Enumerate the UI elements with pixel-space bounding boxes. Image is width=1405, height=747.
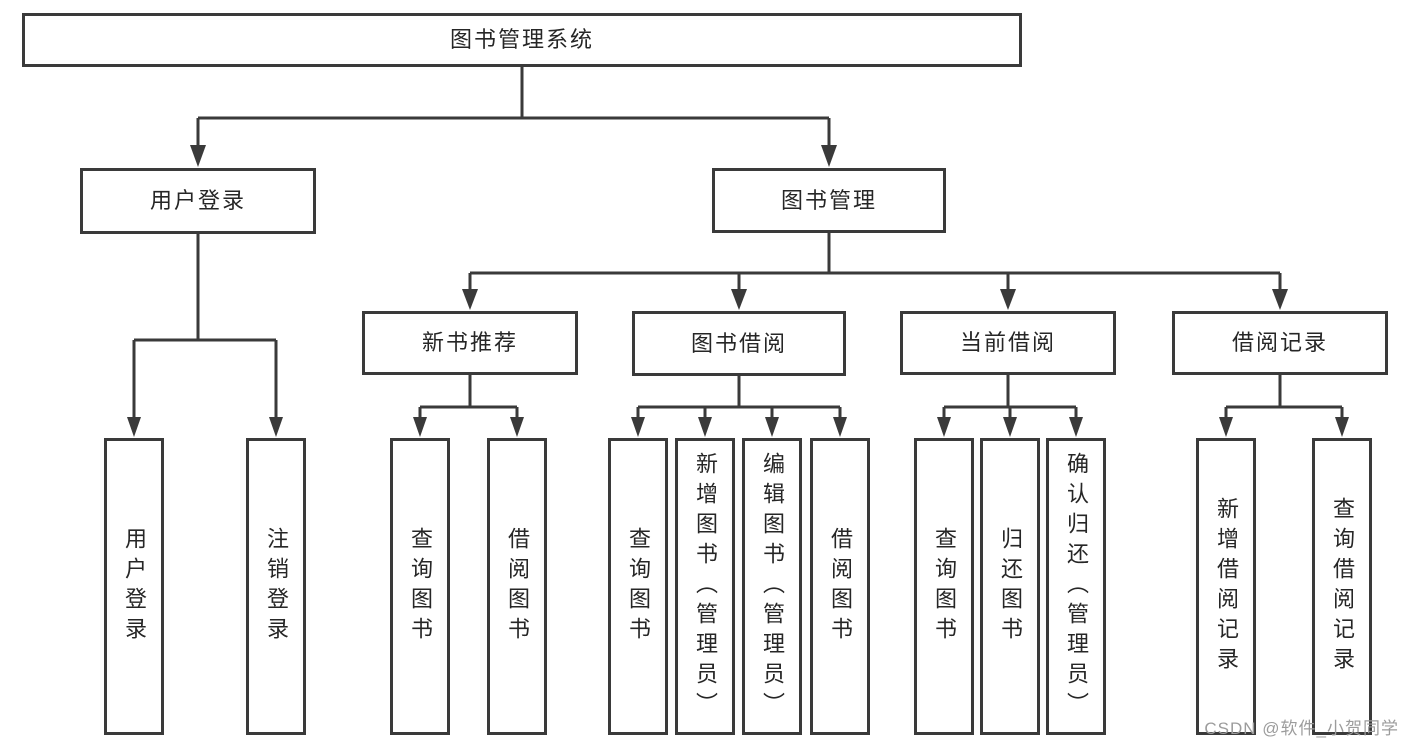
node-book-borrowing: 图书借阅 bbox=[632, 311, 846, 376]
watermark: CSDN @软件_小贺同学 bbox=[1204, 719, 1399, 738]
leaf-borrow-edit-books-admin: 编辑图书（管理员） bbox=[742, 438, 802, 735]
leaf-borrow-add-books-admin: 新增图书（管理员） bbox=[675, 438, 735, 735]
node-current-borrowing: 当前借阅 bbox=[900, 311, 1116, 375]
node-new-book-recommend: 新书推荐 bbox=[362, 311, 578, 375]
node-root-library-system: 图书管理系统 bbox=[22, 13, 1022, 67]
node-borrow-records: 借阅记录 bbox=[1172, 311, 1388, 375]
leaf-logout: 注销登录 bbox=[246, 438, 306, 735]
leaf-user-login: 用户登录 bbox=[104, 438, 164, 735]
leaf-records-add-record: 新增借阅记录 bbox=[1196, 438, 1256, 735]
node-user-login: 用户登录 bbox=[80, 168, 316, 234]
leaf-borrow-borrow-books: 借阅图书 bbox=[810, 438, 870, 735]
arrowhead-icons bbox=[127, 145, 1349, 437]
leaf-current-return-books: 归还图书 bbox=[980, 438, 1040, 735]
leaf-newbook-query-books: 查询图书 bbox=[390, 438, 450, 735]
leaf-current-confirm-return-admin: 确认归还（管理员） bbox=[1046, 438, 1106, 735]
leaf-newbook-borrow-books: 借阅图书 bbox=[487, 438, 547, 735]
leaf-borrow-query-books: 查询图书 bbox=[608, 438, 668, 735]
tree-edges bbox=[132, 67, 1344, 420]
node-book-management: 图书管理 bbox=[712, 168, 946, 233]
leaf-current-query-books: 查询图书 bbox=[914, 438, 974, 735]
leaf-records-query-record: 查询借阅记录 bbox=[1312, 438, 1372, 735]
